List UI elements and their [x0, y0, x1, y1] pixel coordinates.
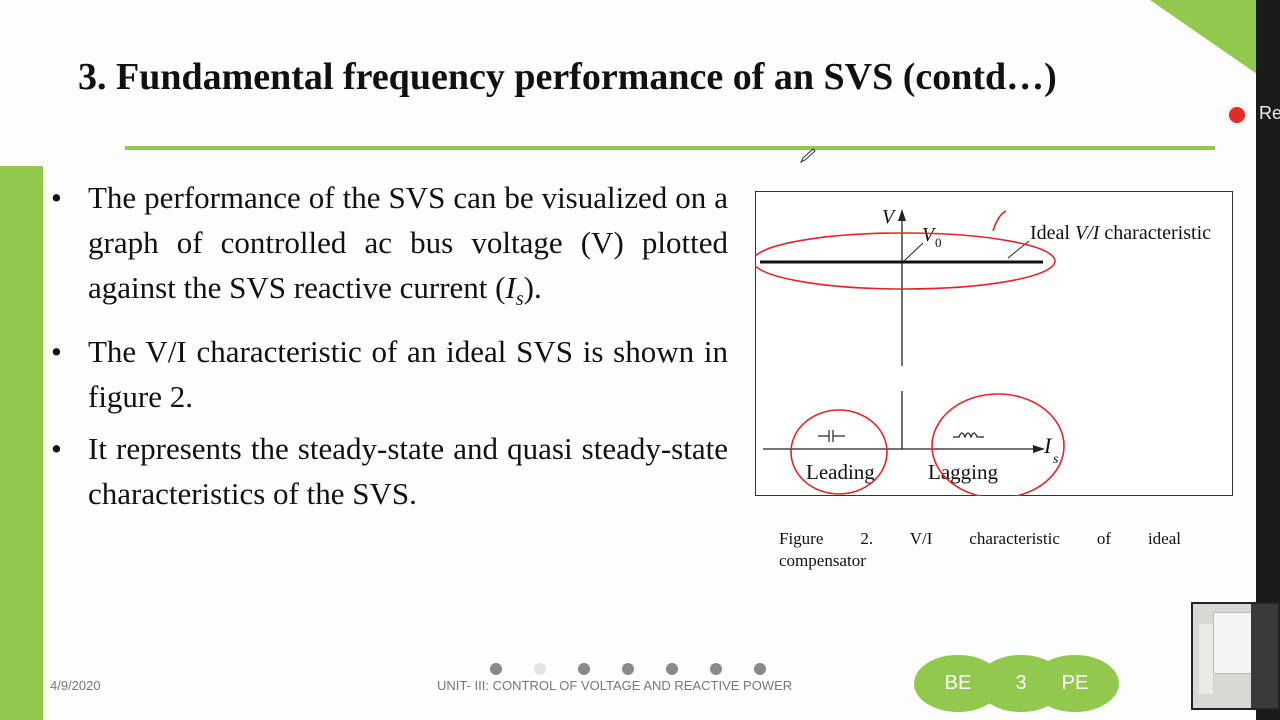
record-indicator-icon[interactable] — [1229, 107, 1245, 123]
footer-dot — [754, 663, 766, 675]
annotation-circle-lagging — [931, 393, 1065, 496]
leading-label: Leading — [806, 460, 875, 484]
vi-characteristic-figure: V V 0 Ideal V/I characteristic Leading L… — [755, 206, 1211, 496]
footer-dot — [578, 663, 590, 675]
title-underline — [125, 146, 1215, 150]
footer-dot — [622, 663, 634, 675]
bullet-subscript: s — [515, 288, 524, 311]
footer-dot — [710, 663, 722, 675]
annotation-ellipse-ideal — [755, 232, 1056, 290]
i-axis-label: I — [1043, 433, 1053, 458]
v-axis-arrow — [898, 209, 906, 221]
i-axis-arrow — [1033, 445, 1045, 453]
v0-subscript: 0 — [935, 235, 942, 250]
ideal-vi-label: Ideal V/I characteristic — [1030, 222, 1211, 244]
figure-caption: Figure 2. V/I characteristic of ideal — [779, 529, 1181, 548]
pen-cursor-icon — [799, 148, 816, 164]
footer-dot — [534, 663, 546, 675]
lagging-label: Lagging — [928, 460, 998, 484]
annotation-circle-leading — [790, 409, 888, 495]
footer-date: 4/9/2020 — [50, 678, 101, 693]
bullet-list: The performance of the SVS can be visual… — [48, 175, 728, 523]
figure-frame — [755, 191, 1233, 496]
footer-dot — [490, 663, 502, 675]
record-label: Re — [1259, 103, 1280, 123]
v0-pointer — [903, 242, 924, 262]
left-accent-bar — [0, 166, 43, 720]
capacitor-icon — [818, 430, 845, 442]
v-axis-label: V — [882, 206, 897, 228]
inductor-icon — [953, 432, 984, 439]
footer-dot — [666, 663, 678, 675]
footer-unit-title: UNIT- III: CONTROL OF VOLTAGE AND REACTI… — [437, 678, 793, 693]
slide-title: 3. Fundamental frequency performance of … — [78, 56, 1057, 98]
bullet-text: The V/I characteristic of an ideal SVS i… — [88, 334, 728, 415]
v0-label: V — [922, 224, 937, 246]
footer-pill-pe: PE — [1031, 655, 1119, 712]
bullet-item: The V/I characteristic of an ideal SVS i… — [48, 329, 728, 419]
annotation-stroke — [992, 210, 1007, 232]
footer-dots — [490, 663, 766, 675]
bullet-text: It represents the steady-state and quasi… — [88, 431, 728, 512]
figure-caption-continued: compensator — [779, 551, 866, 570]
webcam-preview[interactable] — [1191, 602, 1280, 710]
screen-edge-panel — [1256, 0, 1280, 720]
bullet-item: The performance of the SVS can be visual… — [48, 175, 728, 322]
bullet-text: The performance of the SVS can be visual… — [88, 180, 728, 305]
bullet-tail: ). — [523, 270, 542, 305]
bullet-item: It represents the steady-state and quasi… — [48, 426, 728, 516]
bullet-symbol: I — [505, 270, 516, 305]
i-axis-subscript: s — [1053, 452, 1059, 467]
